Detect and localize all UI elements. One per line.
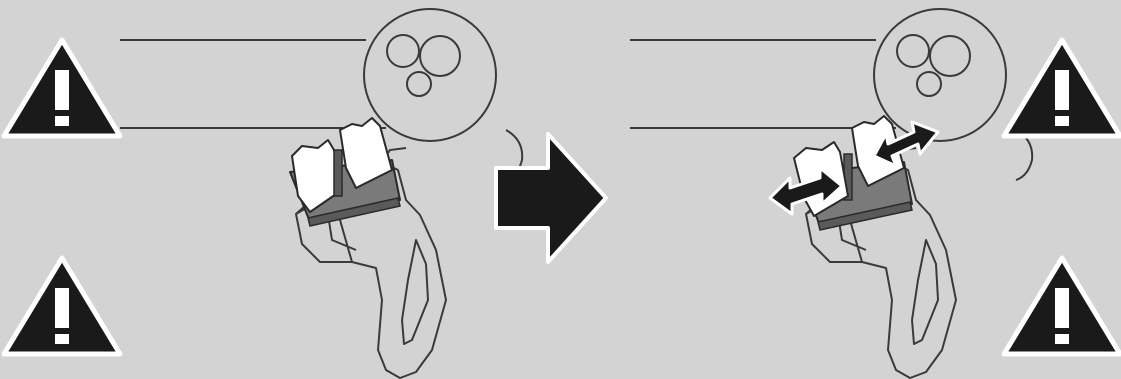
warning-icon-top-left: ! — [4, 40, 120, 136]
warning-icon-bottom-left — [4, 258, 120, 354]
double-headed-arrow-icon-right — [872, 120, 940, 168]
panel-before: ! — [4, 8, 524, 379]
arrow-right-icon — [494, 132, 608, 264]
tab-right — [339, 117, 393, 189]
clip-closed — [289, 117, 401, 227]
panel-after — [629, 8, 1120, 379]
double-headed-arrow-icon-left — [768, 166, 844, 216]
warning-icon-top-right — [1004, 40, 1120, 136]
clip-opened — [793, 115, 913, 231]
warning-icon-bottom-right — [1004, 258, 1120, 354]
